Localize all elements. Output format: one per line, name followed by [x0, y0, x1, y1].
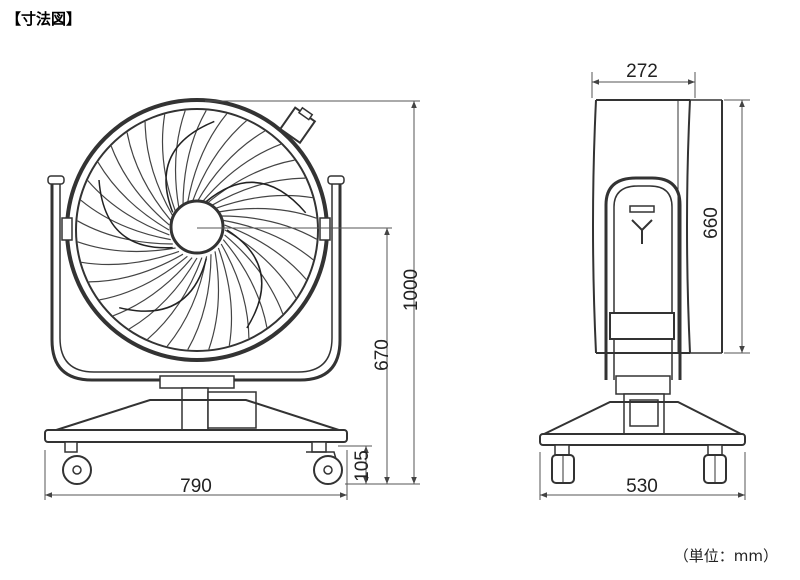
stand-column — [181, 387, 209, 437]
left-pivot-knob — [61, 217, 73, 241]
motor-box — [278, 106, 317, 145]
front-right-caster — [306, 441, 343, 485]
dim-side-depth: 272 — [626, 61, 658, 82]
yoke-frame-inner — [59, 180, 333, 373]
dim-side-base-width: 530 — [626, 476, 658, 497]
fan-hub — [169, 199, 225, 255]
side-right-caster — [703, 444, 727, 484]
dim-front-axis-height: 670 — [372, 339, 393, 371]
fan-guard-wires — [77, 110, 317, 350]
pivot-knob-icon — [629, 205, 655, 244]
unit-note: （単位：mm） — [673, 547, 778, 565]
control-box — [207, 391, 257, 429]
base-arms — [49, 399, 346, 433]
side-base-plate — [539, 433, 746, 446]
dim-front-caster-height: 105 — [352, 450, 373, 482]
fan-blades — [98, 120, 307, 329]
dim-front-height: 1000 — [401, 269, 422, 311]
page-title: 【寸法図】 — [6, 10, 82, 28]
front-left-caster — [62, 441, 92, 485]
side-dimension-lines — [539, 72, 750, 500]
side-left-caster — [551, 444, 575, 484]
right-pivot-knob — [319, 217, 331, 241]
side-view — [539, 99, 746, 484]
front-dimension-lines — [44, 100, 420, 500]
dim-side-fan-height: 660 — [701, 207, 722, 239]
dim-front-width: 790 — [180, 476, 212, 497]
base-plate — [44, 429, 348, 443]
side-yoke — [604, 176, 682, 380]
front-view — [44, 98, 348, 485]
fan-guard-inner-ring — [75, 108, 319, 352]
